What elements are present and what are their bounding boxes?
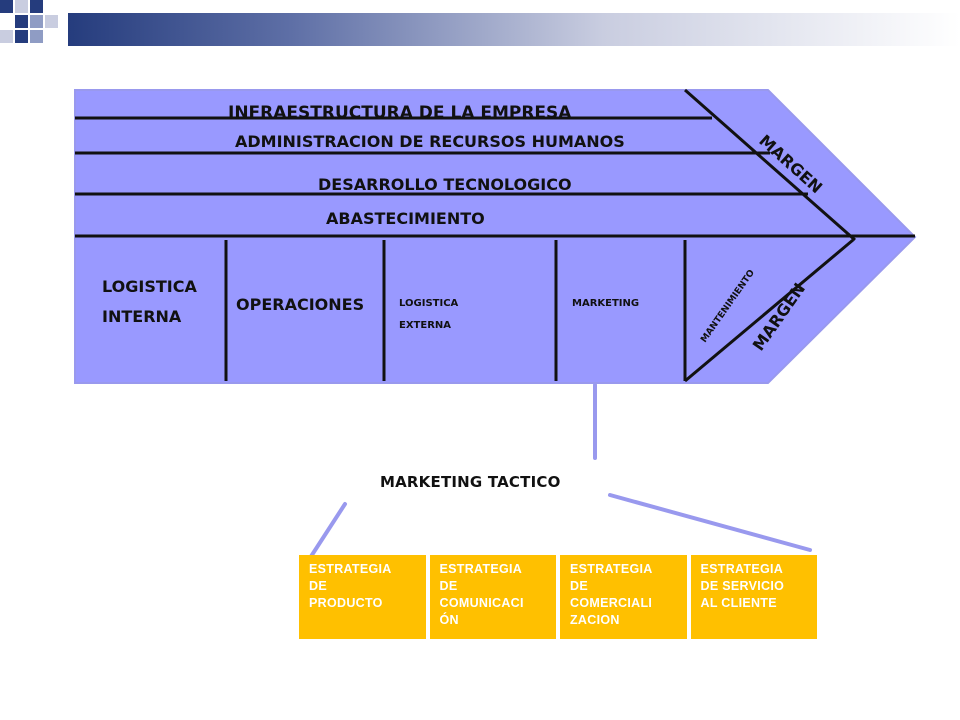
strategy-comercializacion-line-4: ZACION: [570, 613, 620, 627]
strategy-comunicacion-line-4: ÓN: [439, 613, 459, 627]
label-operaciones: OPERACIONES: [236, 295, 364, 314]
strategy-comunicacion: ESTRATEGIA DE COMUNICACI ÓN: [429, 555, 556, 639]
header-gradient-bar: [68, 13, 960, 46]
strategy-comunicacion-line-1: ESTRATEGIA: [439, 562, 523, 576]
label-infraestructura: INFRAESTRUCTURA DE LA EMPRESA: [228, 103, 572, 123]
margin-diagonal-bottom: [684, 238, 854, 383]
strategy-comercializacion-line-3: COMERCIALI: [570, 596, 653, 610]
strategy-comunicacion-line-2: DE: [439, 579, 458, 593]
label-logistica-externa-1: LOGISTICA: [399, 298, 459, 309]
strategy-comercializacion-line-1: ESTRATEGIA: [570, 562, 653, 576]
label-logistica-externa-2: EXTERNA: [399, 320, 451, 331]
strategy-servicio-cliente: ESTRATEGIA DE SERVICIO AL CLIENTE: [690, 555, 817, 639]
connector-right: [608, 493, 812, 552]
marketing-tactico-label: MARKETING TACTICO: [380, 473, 561, 491]
strategy-servicio-line-1: ESTRATEGIA: [700, 562, 784, 576]
label-marketing: MARKETING: [572, 298, 639, 309]
label-desarrollo-tecnologico: DESARROLLO TECNOLOGICO: [318, 175, 572, 194]
strategy-producto-line-1: ESTRATEGIA: [309, 562, 392, 576]
connector-left: [308, 502, 347, 560]
margin-diagonal-top: [684, 88, 856, 242]
label-abastecimiento: ABASTECIMIENTO: [326, 209, 485, 228]
strategy-producto-line-2: DE: [309, 579, 327, 593]
strategy-comercializacion: ESTRATEGIA DE COMERCIALI ZACION: [560, 555, 687, 639]
strategy-servicio-line-2: DE SERVICIO: [700, 579, 785, 593]
strategy-producto-line-3: PRODUCTO: [309, 596, 383, 610]
label-logistica-interna-2: INTERNA: [102, 307, 182, 326]
strategy-row: ESTRATEGIA DE PRODUCTO ESTRATEGIA DE COM…: [299, 555, 817, 639]
strategy-producto: ESTRATEGIA DE PRODUCTO: [299, 555, 426, 639]
strategy-servicio-line-3: AL CLIENTE: [700, 596, 777, 610]
strategy-comercializacion-line-2: DE: [570, 579, 588, 593]
strategy-comunicacion-line-3: COMUNICACI: [439, 596, 524, 610]
label-logistica-interna-1: LOGISTICA: [102, 277, 197, 296]
header-squares-decoration: [0, 0, 58, 43]
label-recursos-humanos: ADMINISTRACION DE RECURSOS HUMANOS: [235, 132, 625, 151]
